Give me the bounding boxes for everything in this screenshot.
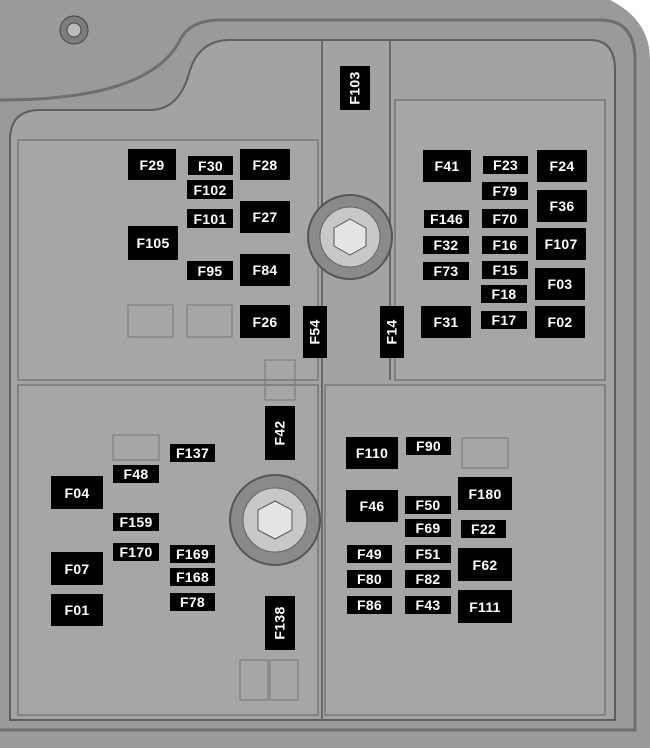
fuse-F105: F105	[128, 226, 178, 260]
fuse-F07: F07	[51, 552, 103, 585]
fuse-F78: F78	[170, 593, 215, 611]
bolt-lower	[229, 474, 321, 566]
bolt-upper	[307, 194, 393, 280]
fuse-F42: F42	[265, 406, 295, 460]
fuse-F01: F01	[51, 594, 103, 626]
fuse-F110: F110	[346, 437, 398, 469]
fuse-F46: F46	[346, 490, 398, 522]
fuse-F23: F23	[483, 156, 528, 174]
fuse-F101: F101	[187, 209, 233, 228]
fuse-F24: F24	[537, 150, 587, 182]
fuse-F02: F02	[535, 306, 585, 338]
fuse-F79: F79	[482, 182, 528, 200]
fuse-F95: F95	[187, 261, 233, 280]
fuse-F49: F49	[347, 545, 392, 563]
fuse-F15: F15	[482, 261, 528, 279]
fuse-F03: F03	[535, 268, 585, 300]
fuse-F14: F14	[380, 306, 404, 358]
fuse-F90: F90	[406, 437, 451, 455]
fuse-F29: F29	[128, 149, 176, 180]
fuse-F138: F138	[265, 596, 295, 650]
fuse-F27: F27	[240, 201, 290, 233]
fuse-F04: F04	[51, 476, 103, 509]
fuse-F170: F170	[113, 543, 159, 561]
fuse-F22: F22	[461, 520, 506, 538]
fuse-F32: F32	[423, 236, 469, 254]
fuse-F180: F180	[458, 477, 512, 510]
fuse-F43: F43	[405, 596, 451, 614]
fuse-F31: F31	[421, 306, 471, 338]
fuse-F82: F82	[405, 570, 451, 588]
fuse-F69: F69	[405, 519, 451, 537]
fuse-F17: F17	[481, 311, 527, 329]
fuse-F168: F168	[170, 568, 215, 586]
fuse-F80: F80	[347, 570, 392, 588]
fuse-F159: F159	[113, 513, 159, 531]
fuse-F51: F51	[405, 545, 451, 563]
fuse-F28: F28	[240, 149, 290, 180]
fuse-F86: F86	[347, 596, 392, 614]
fuse-F102: F102	[187, 180, 233, 199]
fuse-F137: F137	[170, 444, 215, 462]
fuse-F103: F103	[340, 66, 370, 110]
fuse-F111: F111	[458, 590, 512, 623]
fuse-F36: F36	[537, 190, 587, 222]
fuse-F48: F48	[113, 465, 159, 483]
mounting-bolt	[59, 15, 89, 45]
fuse-F84: F84	[240, 254, 290, 286]
fuse-F107: F107	[536, 228, 586, 260]
fuse-F146: F146	[424, 210, 469, 228]
fuse-F18: F18	[481, 285, 527, 303]
fuse-F70: F70	[482, 209, 528, 228]
fuse-F169: F169	[170, 545, 215, 563]
fuse-F50: F50	[405, 496, 451, 514]
fuse-F54: F54	[303, 306, 327, 358]
fuse-F26: F26	[240, 305, 290, 338]
fuse-F62: F62	[458, 548, 512, 581]
fuse-F30: F30	[188, 156, 233, 175]
fuse-F16: F16	[482, 236, 528, 254]
fuse-F41: F41	[423, 150, 471, 182]
fuse-F73: F73	[423, 262, 469, 280]
